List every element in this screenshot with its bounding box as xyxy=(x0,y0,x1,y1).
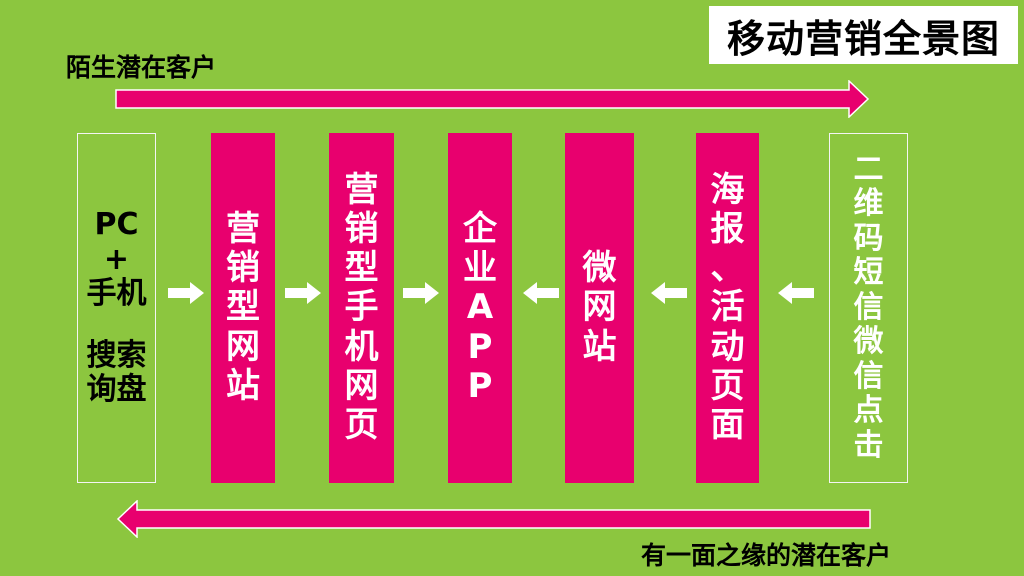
box-mobile-page: 营销型手机网页 xyxy=(329,133,394,483)
bottom-flow-label: 有一面之缘的潜在客户 xyxy=(641,541,892,570)
box-text-char: P xyxy=(467,326,493,367)
box-text-char: 营 xyxy=(344,170,379,211)
box-text-char: 业 xyxy=(463,248,497,289)
box-text-char: 型 xyxy=(226,287,260,328)
box-text-char: 二 xyxy=(853,151,884,187)
box-text-line xyxy=(111,312,121,339)
box-text-line: 手机 xyxy=(86,276,147,312)
box-text-char: 机 xyxy=(344,326,379,367)
arrow-left-3 xyxy=(778,282,814,304)
box-marketing-site: 营销型网站 xyxy=(211,133,275,483)
box-text-char: P xyxy=(467,365,493,406)
box-text-char: 、 xyxy=(710,248,745,289)
box-text-char: 站 xyxy=(582,326,617,367)
box-qr-sms-wechat-text: 二维码短信微信点击 xyxy=(853,151,884,464)
box-text-char: 页 xyxy=(344,404,379,445)
arrow-right-3 xyxy=(403,282,439,304)
box-text-char: 动 xyxy=(710,326,745,367)
box-text-char: 活 xyxy=(710,287,745,328)
box-text-char: 海 xyxy=(710,170,745,211)
top-flow-label: 陌生潜在客户 xyxy=(66,53,217,82)
box-text-char: 码 xyxy=(853,220,884,256)
box-text-char: 点 xyxy=(853,393,884,429)
box-text-char: 网 xyxy=(344,365,379,406)
box-text-char: 网 xyxy=(226,326,260,367)
box-text-char: 击 xyxy=(853,427,884,463)
box-text-char: 销 xyxy=(226,248,260,289)
box-text-line: PC xyxy=(94,207,139,243)
box-text-char: 网 xyxy=(582,287,617,328)
box-text-char: 短 xyxy=(853,255,884,291)
box-qr-sms-wechat: 二维码短信微信点击 xyxy=(829,133,908,483)
box-text-char: 页 xyxy=(710,365,745,406)
box-poster-page-text: 海报、活动页面 xyxy=(711,171,745,445)
box-text-char: 信 xyxy=(853,358,884,394)
arrow-right-2 xyxy=(285,282,321,304)
box-text-char: 型 xyxy=(344,248,379,289)
box-marketing-site-text: 营销型网站 xyxy=(226,209,260,406)
box-text-char: 微 xyxy=(582,248,617,289)
box-micro-site: 微网站 xyxy=(565,133,634,483)
box-search: PC+手机 搜索询盘 xyxy=(77,133,156,483)
box-mobile-page-text: 营销型手机网页 xyxy=(345,171,379,445)
box-text-char: 微 xyxy=(853,324,884,360)
box-text-char: 报 xyxy=(710,209,745,250)
box-text-char: 企 xyxy=(463,209,497,250)
box-text-line: + xyxy=(103,241,130,277)
box-search-text: PC+手机 搜索询盘 xyxy=(87,208,147,408)
arrow-left-2 xyxy=(651,282,687,304)
box-text-char: 站 xyxy=(226,365,260,406)
box-micro-site-text: 微网站 xyxy=(583,249,617,366)
arrow-right-1 xyxy=(168,282,204,304)
box-text-line: 搜索 xyxy=(86,337,147,373)
box-text-char: 面 xyxy=(710,404,745,445)
box-text-char: A xyxy=(466,287,494,328)
box-text-char: 维 xyxy=(853,186,884,222)
box-text-char: 手 xyxy=(344,287,379,328)
top-flow-arrow xyxy=(115,80,870,118)
box-text-line: 询盘 xyxy=(86,372,147,408)
box-text-char: 信 xyxy=(853,289,884,325)
box-text-char: 营 xyxy=(226,209,260,250)
page-title: 移动营销全景图 xyxy=(709,6,1018,64)
box-poster-page: 海报、活动页面 xyxy=(696,133,759,483)
arrow-left-1 xyxy=(523,282,559,304)
box-text-char: 销 xyxy=(344,209,379,250)
bottom-flow-arrow xyxy=(116,500,871,538)
